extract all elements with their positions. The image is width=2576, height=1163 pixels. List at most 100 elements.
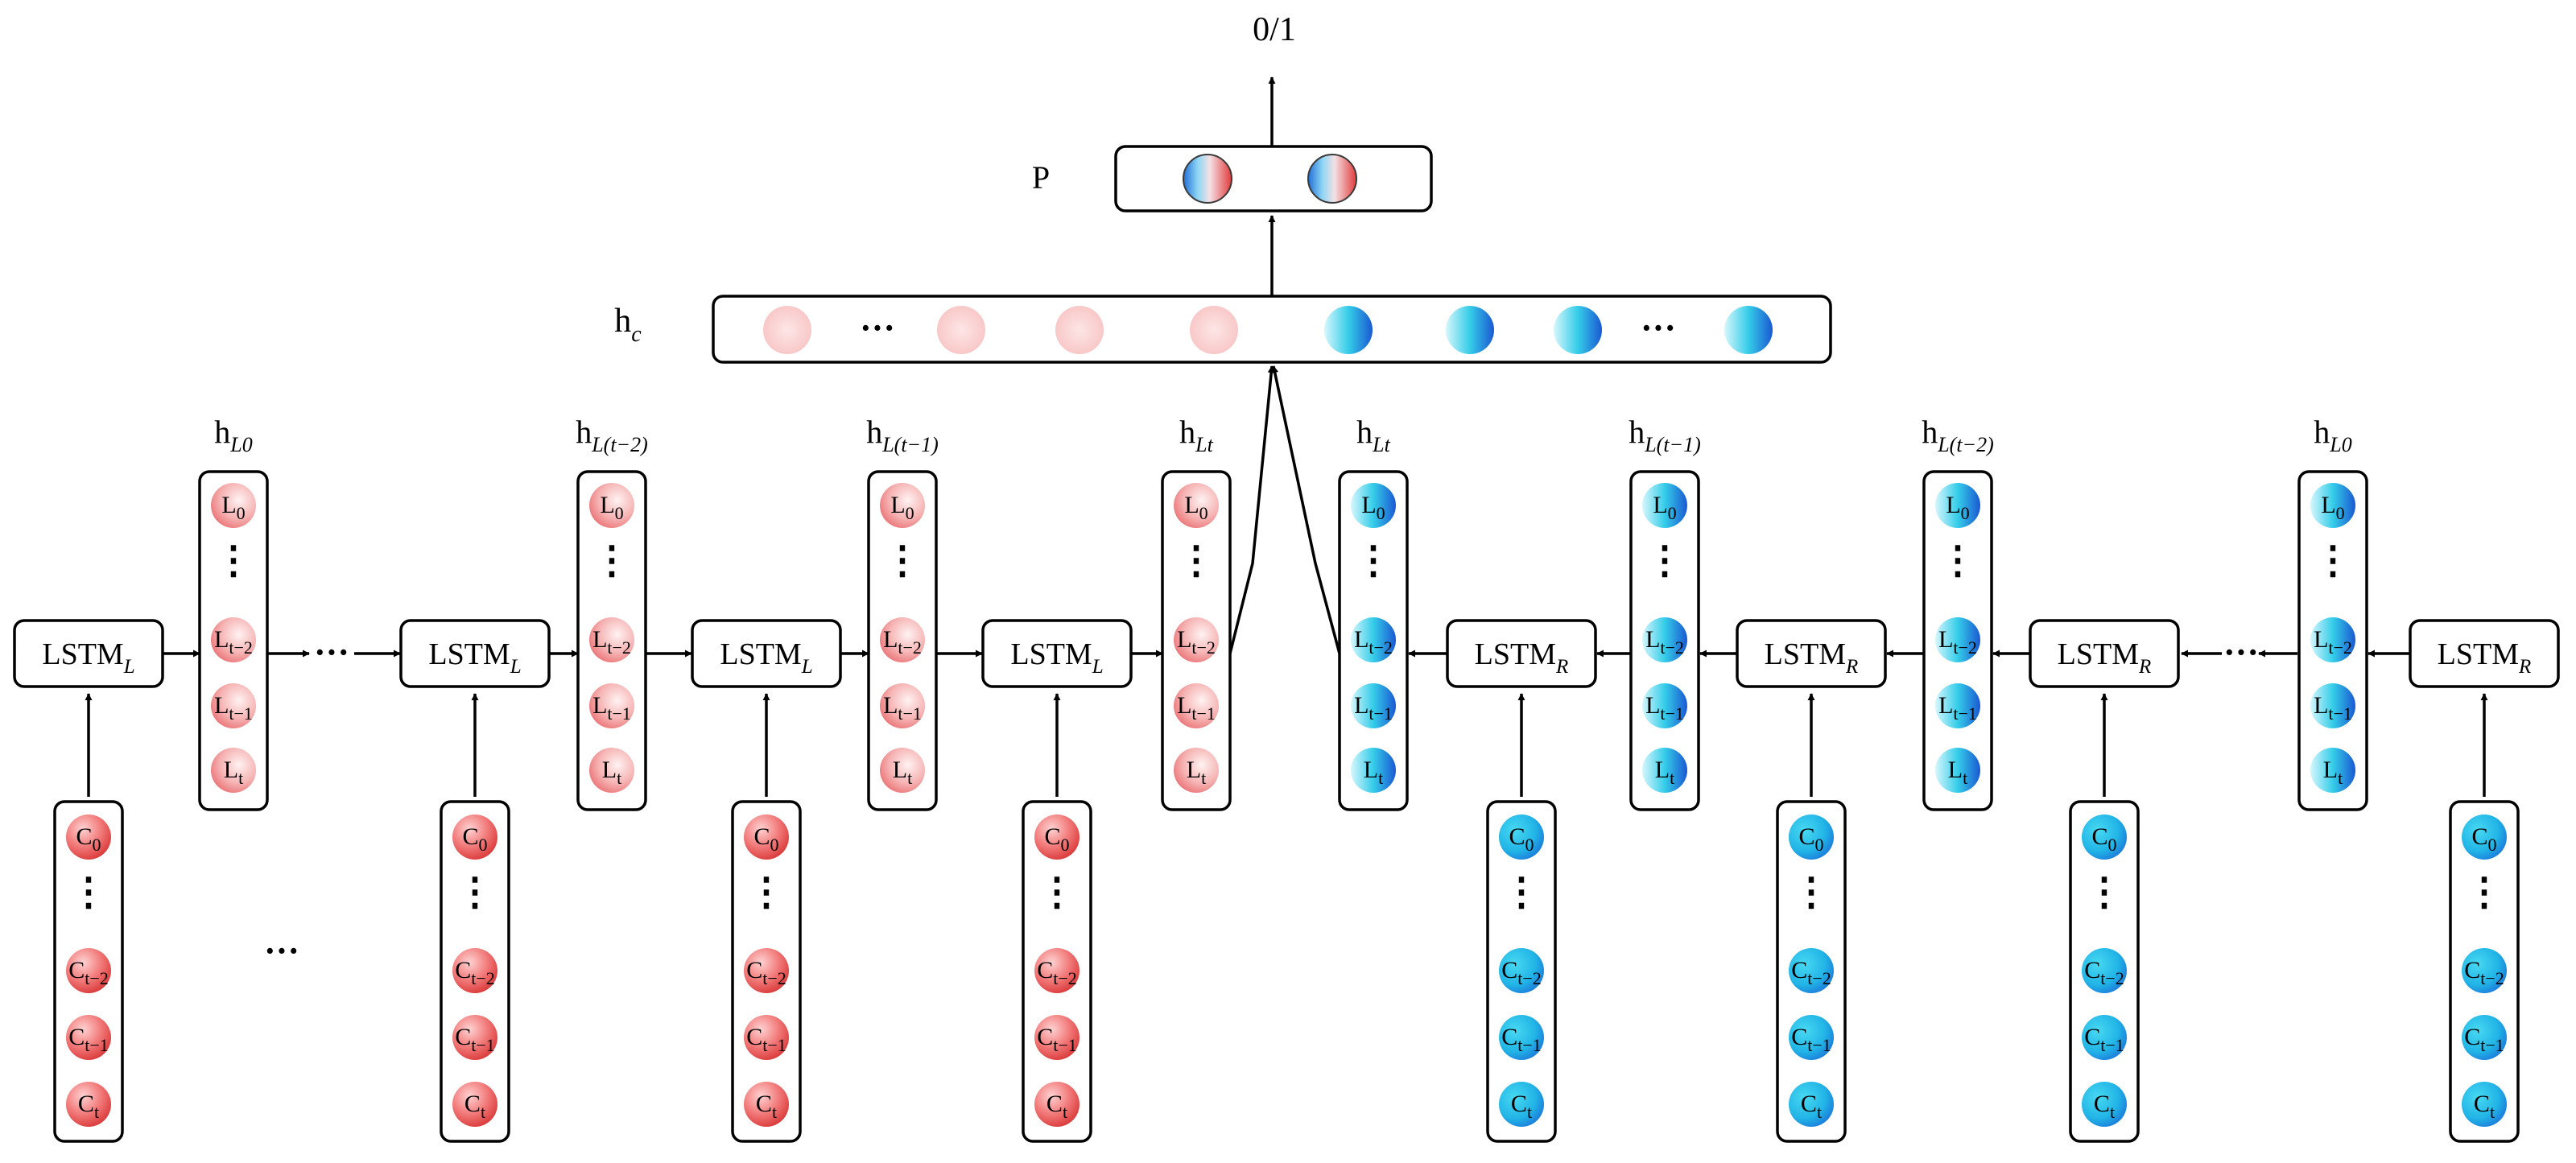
right-input-cell-label: Ct−1 [2464,1024,2504,1055]
left-state-cell [1174,683,1219,728]
left-input-cell-label: Ct [464,1091,485,1122]
right-input-cell [1789,1082,1834,1127]
left-state-cell [589,483,634,528]
left-state-cell-label: Lt−2 [592,626,631,658]
left-lstm-label: LSTML [428,637,521,678]
vertical-ellipsis: ⋮ [1938,539,1977,582]
left-input-cell [452,1015,497,1060]
left-input-cell-label: Ct−2 [746,957,786,988]
right-state-cell-label: Lt−1 [1354,692,1393,724]
left-input-cell [452,1082,497,1127]
right-state-label: hL(t−2) [1922,414,1994,456]
left-state-cell-label: Lt−1 [592,692,631,724]
right-lstm-box [1736,619,1887,688]
left-input-cell [66,815,111,860]
hc-right-unit [1554,306,1602,354]
left-state-label: hL0 [214,414,252,456]
left-state-cell-label: Lt [224,757,243,788]
left-lstm-label: LSTML [42,637,134,678]
right-state-cell [2310,483,2355,528]
horizontal-ellipsis: ··· [314,633,349,672]
p-label: P [1032,159,1050,196]
vertical-ellipsis: ⋮ [1177,539,1216,582]
vertical-ellipsis: ⋮ [1502,871,1541,913]
hc-left-unit [1055,306,1104,354]
right-state-cell-label: Lt−1 [1938,692,1977,724]
vertical-ellipsis: ⋮ [1354,539,1393,582]
right-state-cell [1642,483,1687,528]
left-input-cell-label: C0 [1044,823,1069,855]
right-state-cell [2310,617,2355,662]
right-input-cell [1499,1015,1544,1060]
left-lstm-box [691,619,842,688]
hc-concat-box [712,295,1832,364]
left-state-label: hL(t−2) [576,414,648,456]
horizontal-ellipsis: ··· [264,931,299,971]
p-unit-outline [1307,154,1357,204]
hc-left-unit [763,306,811,354]
left-lstm-box [981,619,1133,688]
right-state-cell-label: Lt−2 [1938,626,1977,658]
left-input-cell-label: Ct [78,1091,99,1122]
left-state-cell [211,483,256,528]
right-state-cell-label: Lt−1 [2314,692,2352,724]
left-input-cell-label: Ct−2 [68,957,109,988]
vertical-ellipsis: ⋮ [2085,871,2124,913]
left-input-cell-label: Ct−2 [1037,957,1077,988]
left-input-cell [1034,1082,1080,1127]
right-state-label: hL0 [2314,414,2351,456]
left-input-cell [66,1082,111,1127]
right-lstm-label: LSTMR [2438,637,2532,678]
right-input-cell [1789,948,1834,993]
right-input-cell [2082,948,2127,993]
left-state-cell [211,683,256,728]
left-lstm-label: LSTML [1010,637,1103,678]
vertical-ellipsis: ⋮ [2465,871,2504,913]
right-lstm-box [2409,619,2560,688]
right-state-cell-label: Lt−2 [1645,626,1684,658]
p-output-box [1114,145,1433,212]
right-input-cell-label: Ct−1 [1501,1024,1542,1055]
left-state-cell-label: Lt−1 [214,692,253,724]
horizontal-ellipsis: ··· [860,308,895,348]
right-input-cell-label: C0 [2471,823,2496,855]
left-state-cell [211,748,256,793]
left-input-cell-label: C0 [76,823,101,855]
hc-label: hc [614,303,642,347]
right-input-cell [1499,948,1544,993]
p-unit [1308,155,1356,203]
right-state-cell [1351,483,1396,528]
p-unit [1183,155,1232,203]
right-input-cell-label: Ct [2094,1091,2115,1122]
right-state-label: hL(t−1) [1629,414,1701,456]
vertical-ellipsis: ⋮ [1645,539,1684,582]
right-state-cell [1642,683,1687,728]
right-input-cell [2462,1082,2507,1127]
hc-right-unit [1724,306,1773,354]
right-state-cell [1351,683,1396,728]
hc-left-unit [1190,306,1238,354]
left-input-cell-label: C0 [753,823,778,855]
right-input-cell [2082,1015,2127,1060]
right-state-cell [1935,617,1980,662]
left-input-cell-label: Ct [1046,1091,1067,1122]
right-state-label: hLt [1356,414,1390,456]
left-state-cell-label: L0 [221,492,245,523]
right-input-cell-label: Ct [1511,1091,1532,1122]
right-input-cell [2082,815,2127,860]
left-input-cell-label: Ct−1 [68,1024,109,1055]
horizontal-ellipsis: ··· [2223,633,2259,672]
state-to-hc-arrow [1228,365,1275,654]
right-state-cell-label: Lt [1364,757,1383,788]
left-input-cell [66,948,111,993]
vertical-ellipsis: ⋮ [69,871,108,913]
left-state-label: hL(t−1) [866,414,939,456]
left-input-cell-label: Ct [756,1091,777,1122]
left-state-label: hLt [1179,414,1213,456]
hc-right-unit [1446,306,1494,354]
left-lstm-box [399,619,551,688]
left-input-cell [1034,948,1080,993]
left-state-cell [880,748,925,793]
vertical-ellipsis: ⋮ [747,871,786,913]
